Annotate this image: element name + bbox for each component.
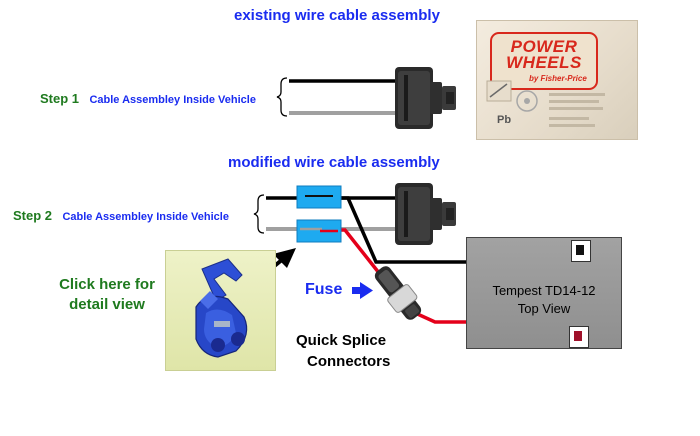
step2-label-group: Step 2 Cable Assembley Inside Vehicle bbox=[13, 207, 229, 225]
quick-splice-photo[interactable] bbox=[165, 250, 276, 371]
quick-splice-photo-art bbox=[195, 258, 248, 358]
step1-brace bbox=[276, 77, 288, 117]
negative-terminal bbox=[571, 240, 591, 262]
power-wheels-logo-sub: by Fisher-Price bbox=[529, 74, 587, 83]
battery-model: Tempest TD14-12 bbox=[492, 283, 596, 298]
positive-terminal bbox=[569, 326, 589, 348]
quick-splice-line1: Quick Splice bbox=[296, 332, 387, 349]
step2-number: Step 2 bbox=[13, 208, 53, 223]
battery-label: Tempest TD14-12 Top View bbox=[467, 282, 621, 318]
pb-mark: Pb bbox=[497, 114, 512, 126]
detail-view-line1: Click here for bbox=[59, 276, 155, 293]
step2-cable-label: Cable Assembley Inside Vehicle bbox=[62, 211, 229, 223]
step2-brace bbox=[253, 194, 265, 234]
fuse-label: Fuse bbox=[305, 281, 343, 298]
step1-cable-label: Cable Assembley Inside Vehicle bbox=[89, 94, 256, 106]
battery-top-view: Tempest TD14-12 Top View bbox=[466, 237, 622, 349]
detail-view-line2: detail view bbox=[69, 296, 145, 313]
fuse-arrow-icon bbox=[352, 282, 373, 299]
lower-quick-splice bbox=[296, 219, 342, 243]
step1-label-group: Step 1 Cable Assembley Inside Vehicle bbox=[40, 90, 256, 108]
power-wheels-logo-line2: WHEELS bbox=[506, 53, 582, 72]
power-wheels-label-photo: POWER WHEELS by Fisher-Price Pb bbox=[476, 20, 638, 140]
modified-assembly-title: modified wire cable assembly bbox=[228, 154, 440, 171]
quick-splice-label: Quick Splice Connectors bbox=[296, 330, 390, 372]
step1-connector bbox=[395, 67, 456, 129]
power-wheels-logo-line1: POWER bbox=[510, 37, 578, 56]
quick-splice-line2: Connectors bbox=[307, 353, 391, 370]
fuse-holder bbox=[374, 266, 422, 320]
step1-number: Step 1 bbox=[40, 91, 80, 106]
step2-connector bbox=[395, 183, 456, 245]
detail-view-link[interactable]: Click here for detail view bbox=[52, 275, 162, 315]
upper-quick-splice bbox=[296, 185, 342, 209]
battery-view: Top View bbox=[517, 301, 571, 316]
power-wheels-logo: POWER WHEELS bbox=[493, 37, 595, 72]
power-wheels-label-art bbox=[486, 32, 605, 127]
existing-assembly-title: existing wire cable assembly bbox=[234, 7, 440, 24]
